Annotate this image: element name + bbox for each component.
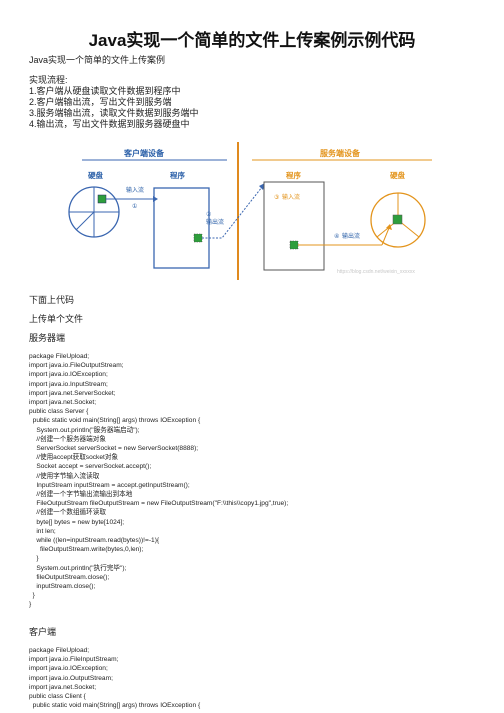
output-stream-2-label: 输出流 bbox=[206, 218, 224, 226]
client-title: 客户端设备 bbox=[123, 148, 165, 158]
code-line: import java.io.FileOutputStream; bbox=[29, 362, 124, 370]
server-section-label: 服务器端 bbox=[29, 333, 66, 343]
page-title: Java实现一个简单的文件上传案例示例代码 bbox=[88, 31, 416, 50]
code-line: package FileUpload; bbox=[29, 647, 90, 654]
code-line: int len; bbox=[29, 527, 56, 535]
client-program-box bbox=[153, 187, 210, 269]
client-code-block: package FileUpload; import java.io.FileIn… bbox=[29, 646, 200, 710]
code-line: System.out.println("服务器端启动"); bbox=[29, 426, 140, 434]
code-line: ServerSocket serverSocket = new ServerSo… bbox=[29, 445, 199, 453]
code-line: public class Server { bbox=[29, 408, 89, 416]
code-line: fileOutputStream.write(bytes,0,len); bbox=[29, 546, 144, 554]
flow-step: 3.服务端输出流，读取文件数据到服务端中 bbox=[29, 108, 199, 118]
step-1-number: ① bbox=[132, 203, 137, 210]
single-file-heading: 上传单个文件 bbox=[29, 314, 84, 324]
code-heading: 下面上代码 bbox=[29, 295, 75, 305]
client-program-label: 程序 bbox=[170, 170, 185, 180]
code-line: //创建一个数组循环读取 bbox=[29, 509, 106, 517]
code-line: //创建一个服务器端对象 bbox=[29, 435, 106, 443]
code-line: byte[] bytes = new byte[1024]; bbox=[29, 518, 125, 526]
code-line: public class Client { bbox=[29, 693, 86, 701]
step-4-number: ④ bbox=[334, 233, 339, 240]
code-line: } bbox=[29, 592, 35, 600]
client-section-label: 客户端 bbox=[29, 627, 57, 637]
code-line: InputStream inputStream = accept.getInpu… bbox=[29, 481, 190, 489]
code-line: import java.io.OutputStream; bbox=[29, 674, 113, 682]
code-line: import java.net.Socket; bbox=[29, 399, 97, 407]
intro-text: Java实现一个简单的文件上传案例 bbox=[29, 55, 166, 65]
code-line: fileOutputStream.close(); bbox=[29, 573, 110, 581]
input-stream-3-label: 输入流 bbox=[282, 193, 300, 201]
step-2-number: ② bbox=[206, 211, 212, 218]
upload-flow-diagram: 客户端设备 服务端设备 硬盘 程序 输入流 ① ② 输出流 程序 ③ 输入流 硬… bbox=[68, 142, 432, 280]
input-stream-1-label: 输入流 bbox=[126, 186, 144, 194]
code-line: } bbox=[29, 555, 39, 563]
client-buffer-icon bbox=[193, 233, 203, 243]
code-line: //使用accept获取socket对象 bbox=[29, 454, 119, 462]
server-file-icon bbox=[392, 214, 403, 225]
server-buffer-icon bbox=[289, 240, 299, 250]
server-program-label: 程序 bbox=[286, 170, 301, 180]
code-line: package FileUpload; bbox=[29, 353, 90, 360]
code-line: public static void main(String[] args) t… bbox=[29, 702, 201, 710]
step-3-number: ③ bbox=[274, 194, 279, 201]
flow-step: 1.客户端从硬盘读取文件数据到程序中 bbox=[29, 86, 181, 96]
code-line: import java.io.FileInputStream; bbox=[29, 656, 119, 664]
output-stream-4-label: 输出流 bbox=[342, 232, 360, 240]
code-line: Socket accept = serverSocket.accept(); bbox=[29, 463, 152, 471]
watermark: https://blog.csdn.net/weixin_xxxxxx bbox=[337, 269, 415, 275]
server-title: 服务端设备 bbox=[320, 148, 361, 158]
flow-step: 2.客户端输出流，写出文件到服务端 bbox=[29, 97, 172, 107]
flow-heading: 实现流程: bbox=[29, 75, 68, 85]
client-disk-label: 硬盘 bbox=[88, 170, 103, 180]
code-line: FileOutputStream fileOutputStream = new … bbox=[29, 500, 289, 508]
code-line: import java.io.InputStream; bbox=[29, 380, 108, 388]
server-code-block: package FileUpload; import java.io.FileOu… bbox=[29, 352, 288, 610]
server-program-box bbox=[263, 181, 325, 271]
code-line: } bbox=[29, 601, 32, 609]
flow-step: 4.输出流，写出文件数据到服务器硬盘中 bbox=[29, 119, 190, 129]
client-file-icon bbox=[97, 194, 107, 204]
code-line: //创建一个字节输出流输出到本地 bbox=[29, 491, 133, 499]
code-line: System.out.println("执行完毕"); bbox=[29, 564, 127, 572]
code-line: import java.io.IOException; bbox=[29, 665, 108, 673]
code-line: import java.net.Socket; bbox=[29, 683, 97, 691]
server-disk-label: 硬盘 bbox=[390, 170, 405, 180]
code-line: import java.net.ServerSocket; bbox=[29, 389, 116, 397]
code-line: import java.io.IOException; bbox=[29, 371, 108, 379]
code-line: public static void main(String[] args) t… bbox=[29, 417, 201, 425]
code-line: while ((len=inputStream.read(bytes))!=-1… bbox=[29, 537, 160, 545]
code-line: inputStream.close(); bbox=[29, 583, 96, 591]
code-line: //使用字节输入流读取 bbox=[29, 472, 100, 480]
